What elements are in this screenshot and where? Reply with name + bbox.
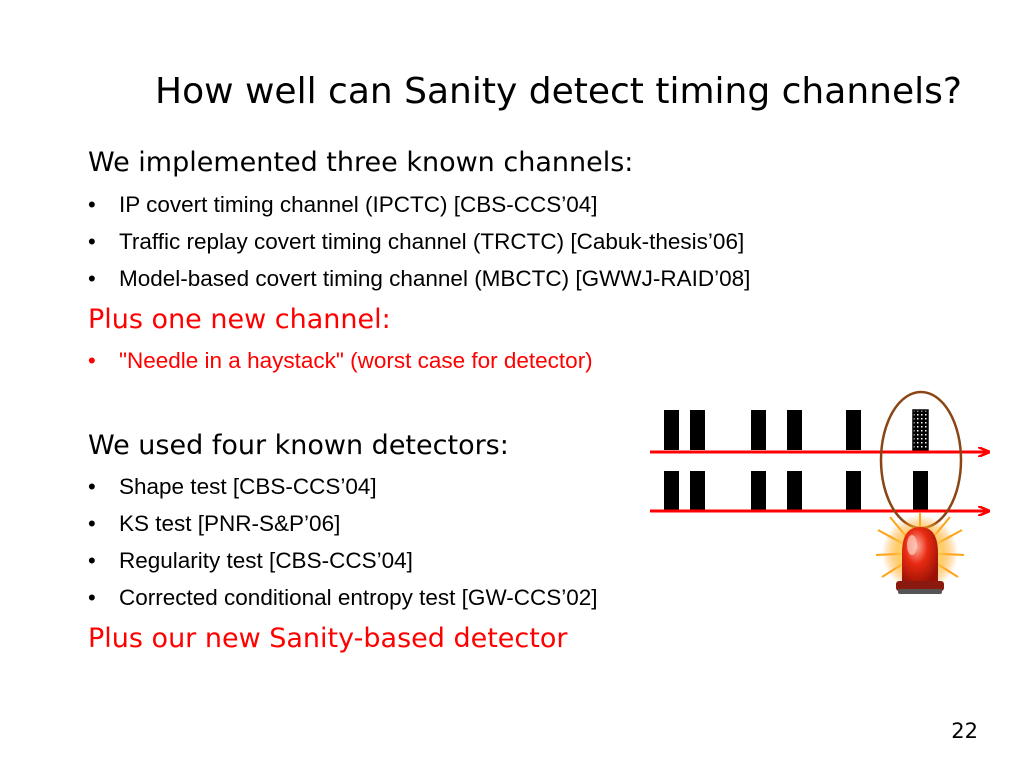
detector-item-label: Shape test [CBS-CCS’04] bbox=[119, 474, 377, 499]
new-channel-label: "Needle in a haystack" (worst case for d… bbox=[119, 348, 593, 373]
channel-item-label: Traffic replay covert timing channel (TR… bbox=[119, 229, 745, 254]
new-channel-heading: Plus one new channel: bbox=[88, 304, 391, 335]
page-number: 22 bbox=[951, 719, 978, 743]
new-detector-heading: Plus our new Sanity-based detector bbox=[88, 623, 568, 654]
detector-item-1: • Shape test [CBS-CCS’04] bbox=[88, 472, 377, 502]
channel-item-2: • Traffic replay covert timing channel (T… bbox=[88, 227, 744, 257]
channel-item-1: • IP covert timing channel (IPCTC) [CBS-C… bbox=[88, 190, 598, 220]
bullet-glyph: • bbox=[88, 348, 96, 373]
detector-item-4: • Corrected conditional entropy test [GW-… bbox=[88, 583, 598, 613]
bottom-stream-packets bbox=[664, 471, 928, 511]
channel-item-3: • Model-based covert timing channel (MBCT… bbox=[88, 264, 750, 294]
detectors-heading: We used four known detectors: bbox=[88, 430, 509, 461]
channel-item-label: Model-based covert timing channel (MBCTC… bbox=[119, 266, 751, 291]
channel-item-label: IP covert timing channel (IPCTC) [CBS-CC… bbox=[119, 192, 598, 217]
detector-item-label: KS test [PNR-S&P’06] bbox=[119, 511, 341, 536]
bullet-glyph: • bbox=[88, 474, 96, 499]
slide-title: How well can Sanity detect timing channe… bbox=[155, 71, 962, 112]
bullet-glyph: • bbox=[88, 266, 96, 291]
top-stream-packets bbox=[664, 409, 929, 451]
bullet-glyph: • bbox=[88, 192, 96, 217]
channels-heading: We implemented three known channels: bbox=[88, 147, 634, 178]
detector-item-3: • Regularity test [CBS-CCS’04] bbox=[88, 546, 413, 576]
detector-item-2: • KS test [PNR-S&P’06] bbox=[88, 509, 340, 539]
new-channel-item: • "Needle in a haystack" (worst case for … bbox=[88, 346, 593, 376]
bullet-glyph: • bbox=[88, 585, 96, 610]
bullet-glyph: • bbox=[88, 229, 96, 254]
timing-packet-streams-diagram bbox=[650, 390, 1000, 594]
detector-item-label: Regularity test [CBS-CCS’04] bbox=[119, 548, 413, 573]
bullet-glyph: • bbox=[88, 511, 96, 536]
detector-item-label: Corrected conditional entropy test [GW-C… bbox=[119, 585, 598, 610]
alarm-siren-icon bbox=[875, 513, 965, 594]
bullet-glyph: • bbox=[88, 548, 96, 573]
